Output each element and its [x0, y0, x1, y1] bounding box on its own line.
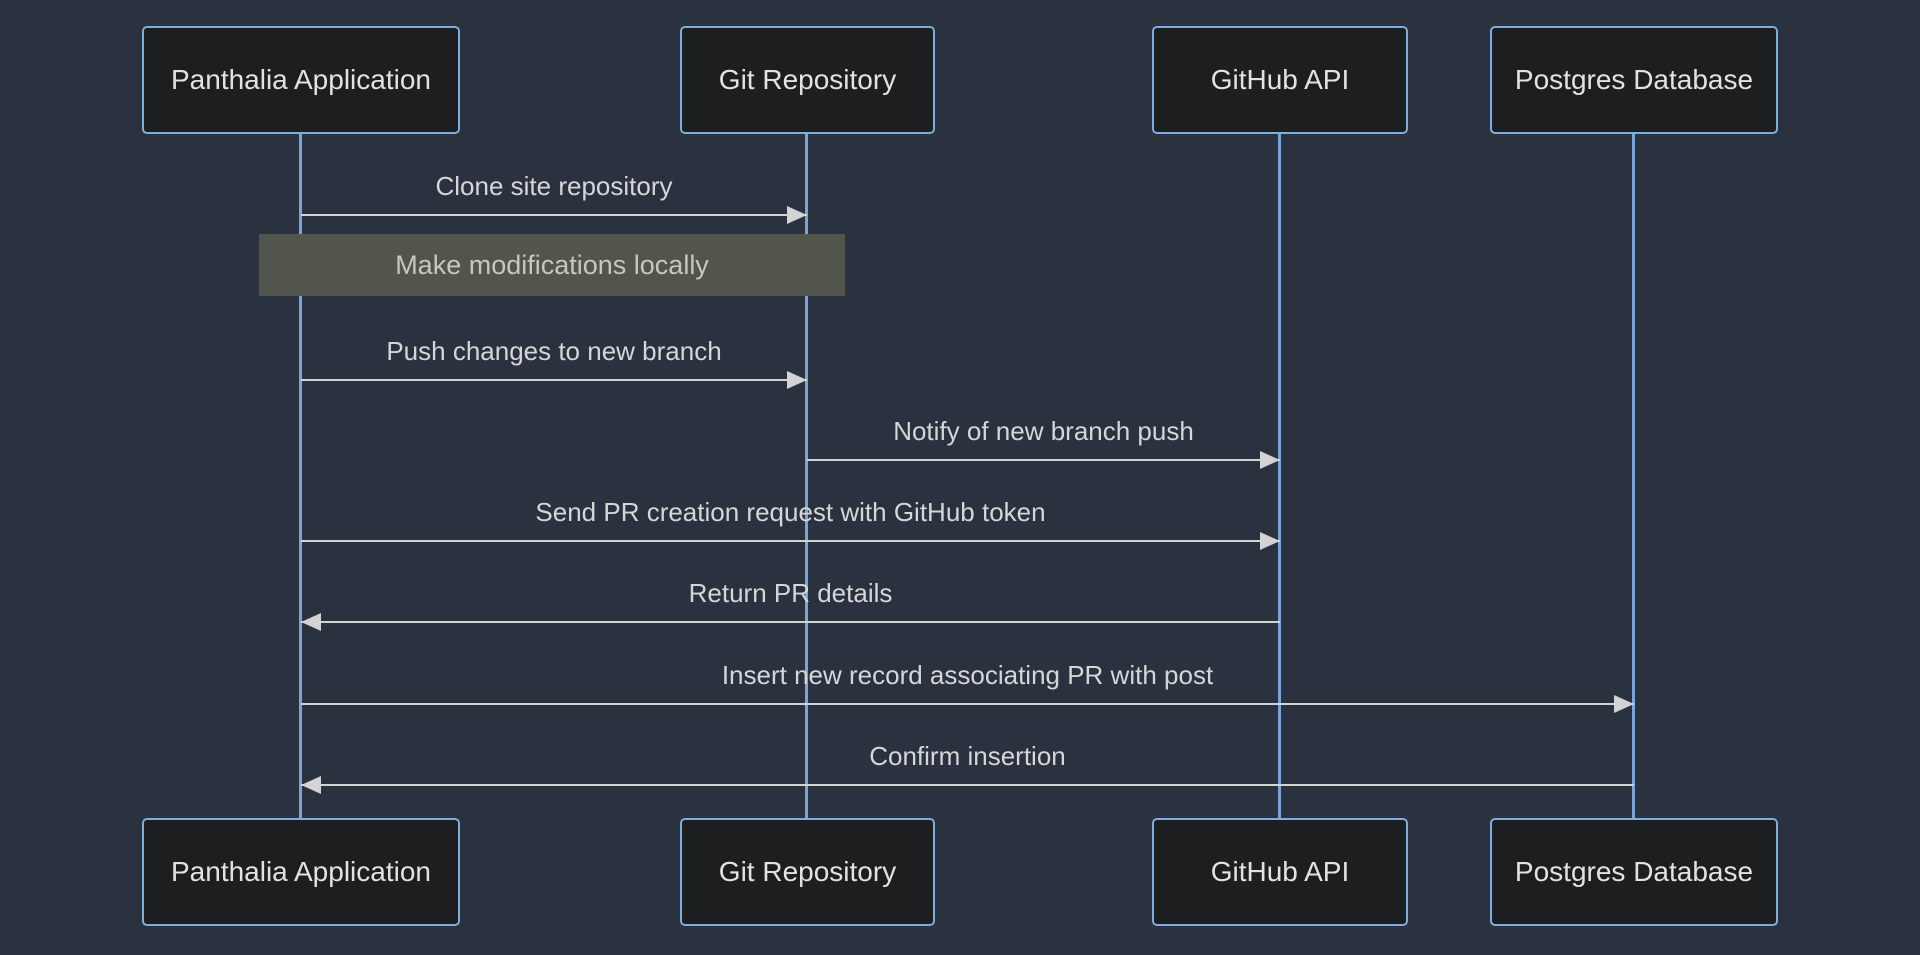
actor-label: GitHub API — [1210, 64, 1350, 95]
message-label: Confirm insertion — [869, 741, 1066, 771]
message-line — [301, 379, 807, 381]
arrowhead-right-icon — [787, 371, 807, 389]
message-line — [301, 214, 807, 216]
actor-label: Postgres Database — [1514, 856, 1754, 887]
actor-top-github-api: GitHub API — [1152, 26, 1408, 134]
actor-top-postgres-database: Postgres Database — [1490, 26, 1778, 134]
message-line — [301, 784, 1634, 786]
actor-label: Postgres Database — [1514, 64, 1754, 95]
actor-label: Git Repository — [718, 856, 897, 887]
message-label: Clone site repository — [435, 171, 673, 201]
actor-label: GitHub API — [1210, 856, 1350, 887]
actor-label: Panthalia Application — [171, 856, 431, 887]
actor-label: Git Repository — [718, 64, 897, 95]
message-line — [301, 703, 1634, 705]
actor-top-git-repository: Git Repository — [680, 26, 935, 134]
arrowhead-right-icon — [787, 206, 807, 224]
note-make-modifications-locally: Make modifications locally — [259, 234, 845, 296]
actor-bottom-git-repository: Git Repository — [680, 818, 935, 926]
actor-top-panthalia-application: Panthalia Application — [142, 26, 460, 134]
actor-label: Panthalia Application — [171, 64, 431, 95]
arrowhead-right-icon — [1260, 451, 1280, 469]
arrowhead-left-icon — [301, 776, 321, 794]
note-label: Make modifications locally — [395, 249, 709, 280]
lifeline-git-repository — [805, 134, 808, 818]
message-label: Return PR details — [688, 578, 893, 608]
lifeline-panthalia-application — [299, 134, 302, 818]
message-label: Insert new record associating PR with po… — [721, 660, 1214, 690]
message-label: Send PR creation request with GitHub tok… — [535, 497, 1046, 527]
actor-bottom-postgres-database: Postgres Database — [1490, 818, 1778, 926]
arrowhead-right-icon — [1614, 695, 1634, 713]
message-label: Notify of new branch push — [893, 416, 1194, 446]
arrowhead-right-icon — [1260, 532, 1280, 550]
message-line — [301, 621, 1280, 623]
actor-bottom-github-api: GitHub API — [1152, 818, 1408, 926]
message-label: Push changes to new branch — [386, 336, 722, 366]
actor-bottom-panthalia-application: Panthalia Application — [142, 818, 460, 926]
message-line — [301, 540, 1280, 542]
lifeline-postgres-database — [1632, 134, 1635, 818]
arrowhead-left-icon — [301, 613, 321, 631]
lifeline-github-api — [1278, 134, 1281, 818]
message-line — [807, 459, 1280, 461]
